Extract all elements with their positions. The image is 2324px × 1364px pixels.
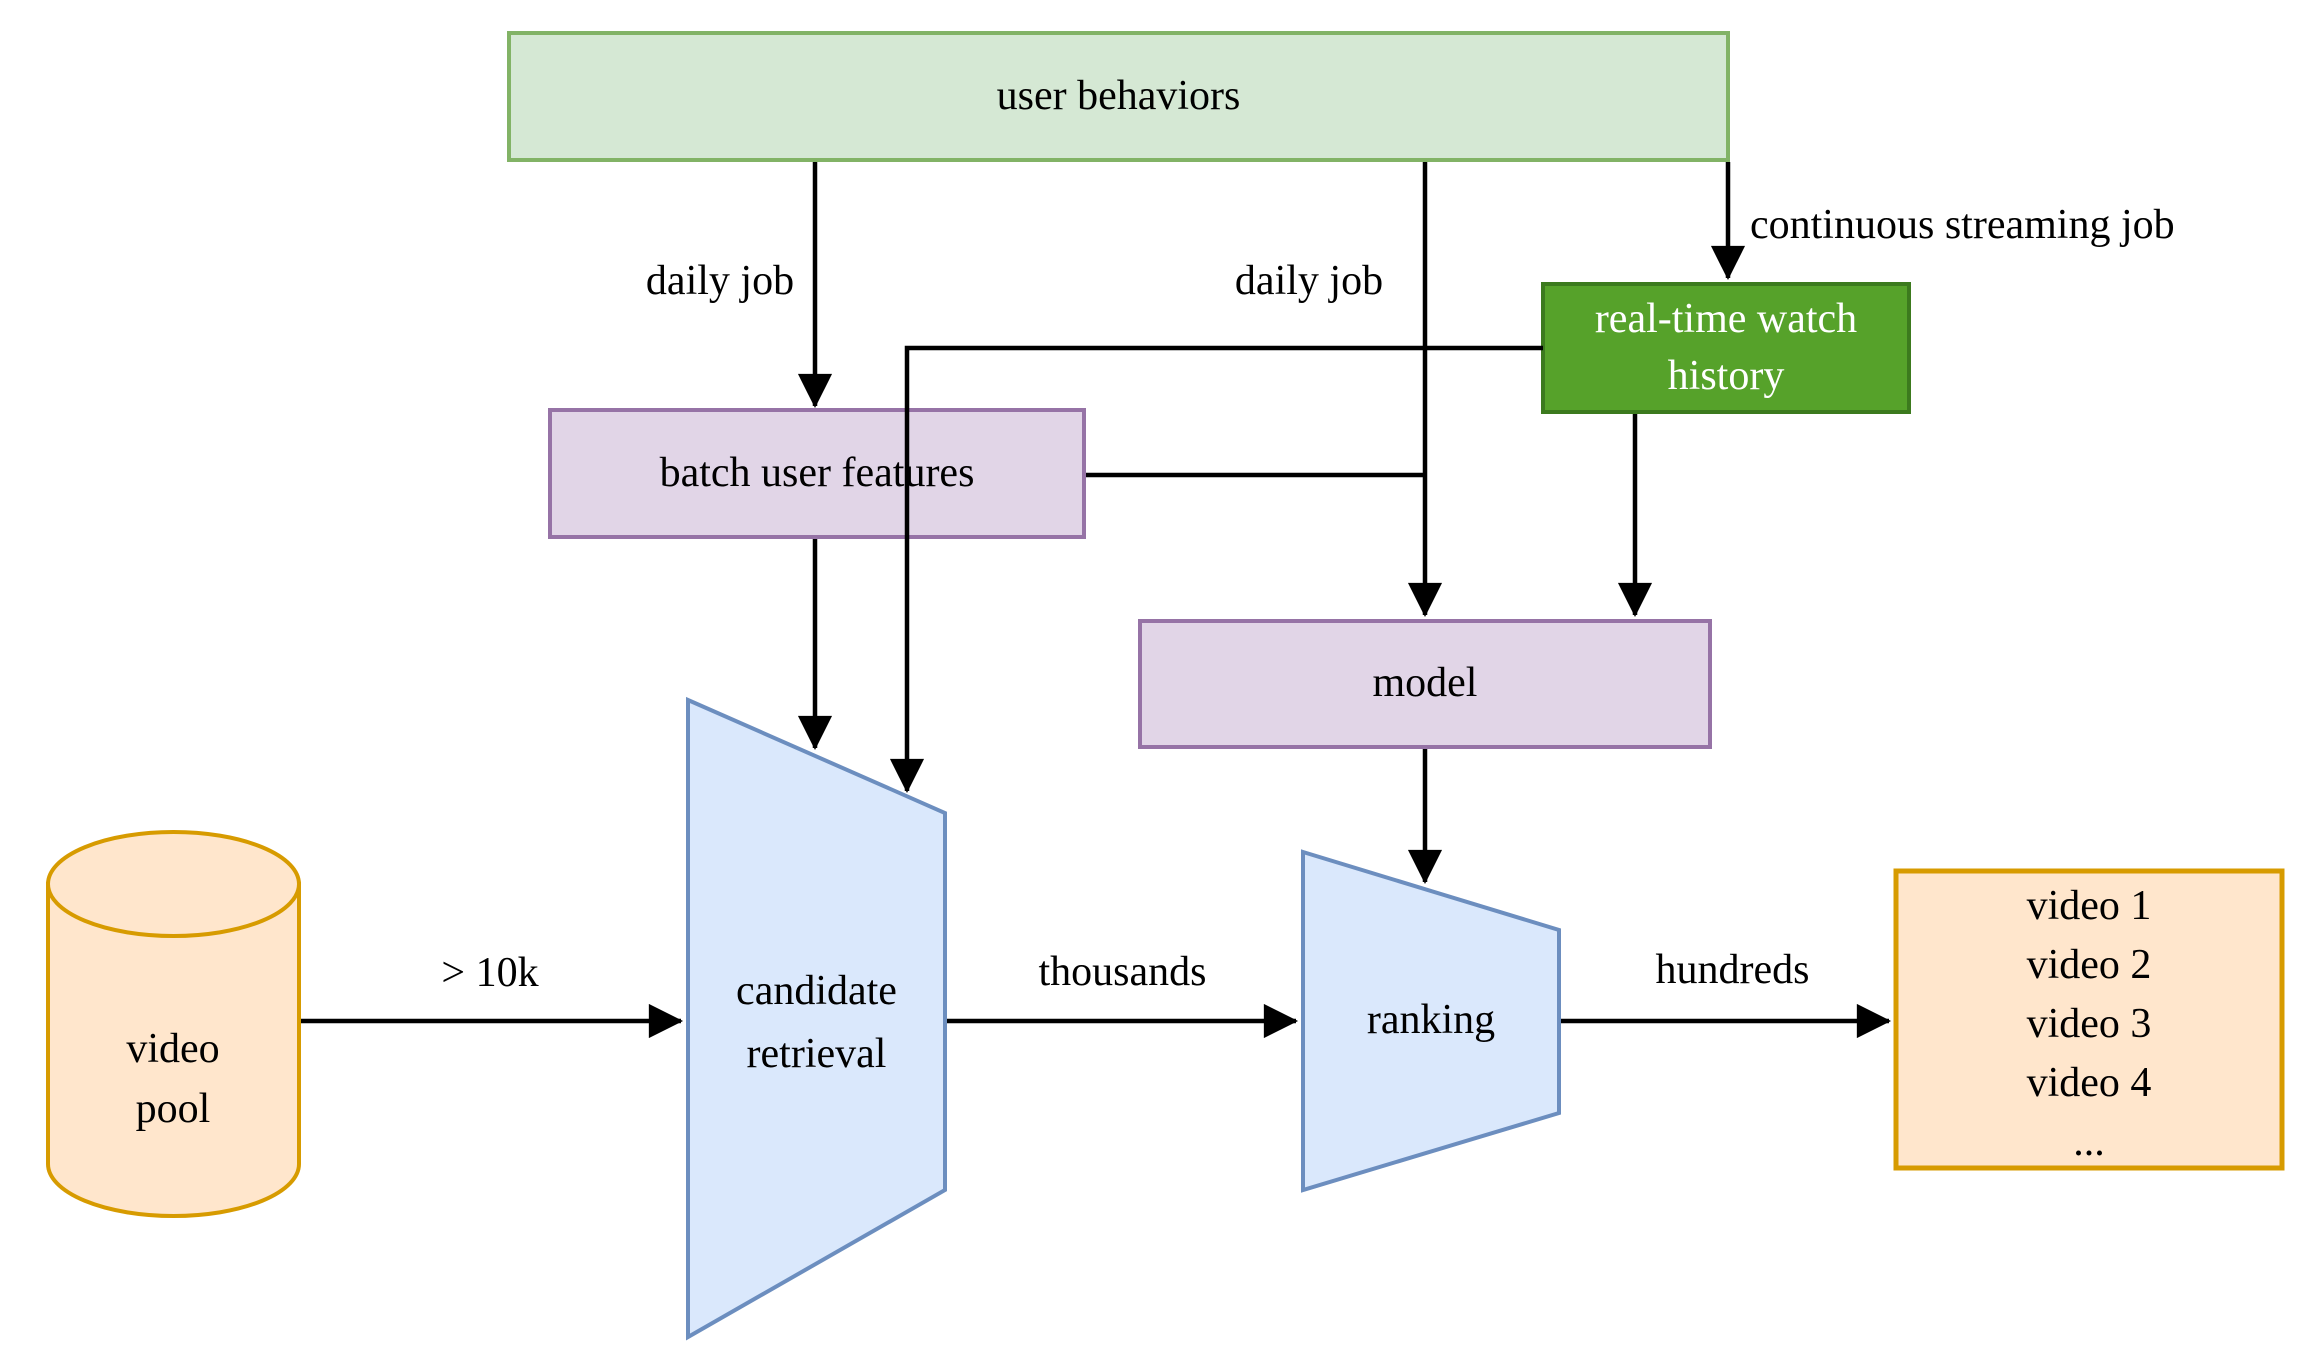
edge-label-daily-job-right: daily job [1234, 258, 1384, 305]
edge-label-continuous-streaming-job: continuous streaming job [1750, 202, 2175, 249]
edge-realtime-to-retrieval [889, 345, 1543, 794]
video-pool-cylinder-body [46, 882, 301, 1218]
video-pool-label: video pool [126, 1026, 220, 1132]
edge-label-thousands: thousands [1038, 949, 1207, 996]
model-box [1138, 619, 1712, 749]
edge-label-hundreds: hundreds [1655, 947, 1810, 994]
video-pool-cylinder-top [46, 830, 301, 938]
output-videos-box [1893, 868, 2285, 1171]
candidate-retrieval-funnel [686, 696, 947, 1341]
user-behaviors-label: user behaviors [996, 72, 1241, 119]
list-item: ... [2073, 1118, 2105, 1165]
user-behaviors-box [507, 31, 1730, 162]
realtime-watch-history-label: real-time watch history [1594, 295, 1858, 399]
batch-user-features-box [548, 408, 1086, 539]
edge-label-gt-10k: > 10k [441, 950, 539, 997]
ranking-label: ranking [1366, 997, 1496, 1044]
list-item: video 1 [2026, 882, 2152, 929]
model-label: model [1372, 660, 1478, 707]
edge-label-daily-job-left: daily job [645, 258, 795, 305]
candidate-retrieval-label: candidate retrieval [736, 968, 897, 1077]
realtime-watch-history-box [1541, 282, 1911, 414]
batch-user-features-label: batch user features [659, 449, 975, 496]
output-videos-list: video 1 video 2 video 3 video 4 ... [1896, 876, 2282, 1171]
list-item: video 4 [2026, 1059, 2152, 1106]
ranking-funnel [1301, 849, 1561, 1193]
list-item: video 3 [2026, 1000, 2152, 1047]
list-item: video 2 [2026, 941, 2152, 988]
